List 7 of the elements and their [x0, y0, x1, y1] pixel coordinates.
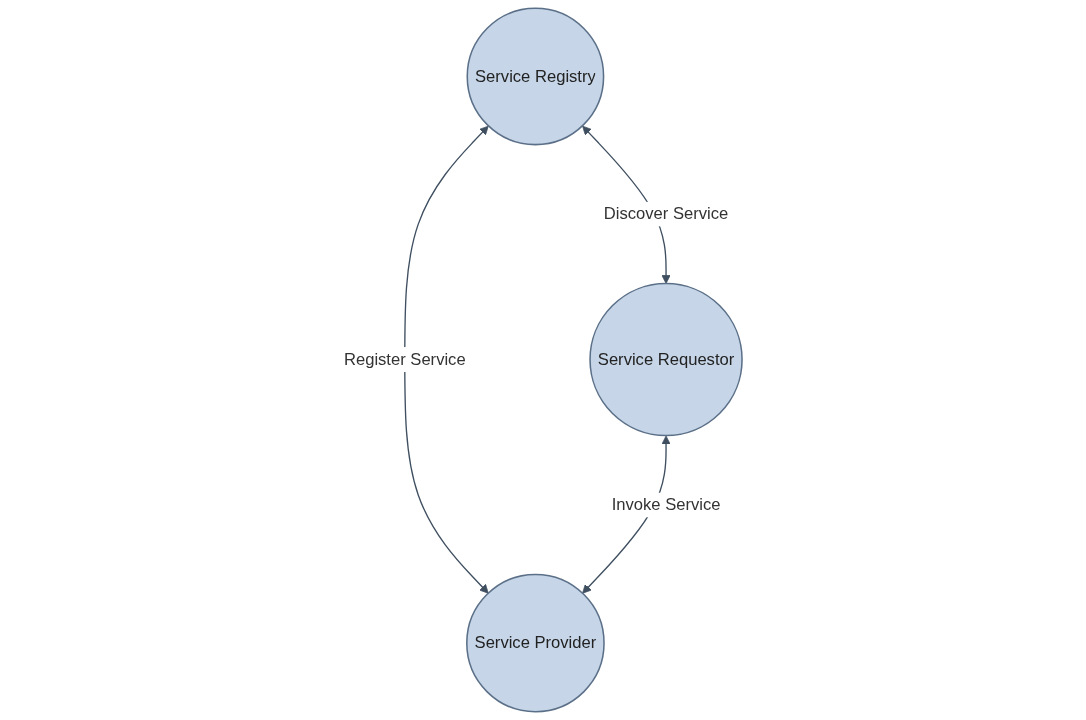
node-circle: Service Requestor: [589, 282, 743, 437]
node-circle: Service Registry: [466, 7, 605, 146]
node-circle: Service Provider: [466, 573, 605, 713]
edge-label: Invoke Service: [611, 495, 721, 514]
arrow: [404, 125, 489, 594]
edge-label: Discover Service: [603, 204, 729, 223]
edge-label: Register Service: [343, 350, 466, 368]
